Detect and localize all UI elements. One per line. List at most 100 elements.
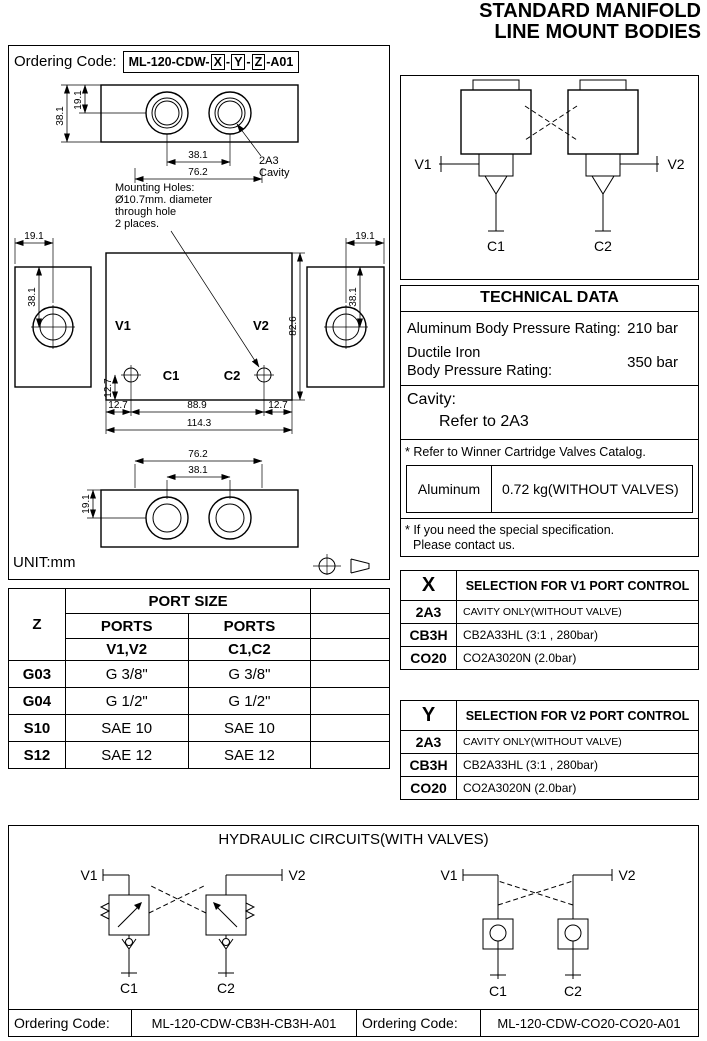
port-table-row: G03 G 3/8" G 3/8" [8,660,390,688]
z-code-cell: G04 [8,687,66,715]
ductile-iron-label-line2: Body Pressure Rating: [407,363,553,379]
port-table-empty-cell [310,687,390,715]
weight-value-cell: 0.72 kg(WITHOUT VALVES) [502,481,679,497]
port-table-empty-cell [310,714,390,742]
x-table-key: X [400,570,457,601]
cb3h-label-v1: V1 [80,867,97,883]
x-table-title: SELECTION FOR V1 PORT CONTROL [456,570,699,601]
weight-table: Aluminum 0.72 kg(WITHOUT VALVES) [406,465,693,513]
schematic-label-v1: V1 [414,156,431,172]
dim-side-height-right: 38.1 [348,287,359,307]
y-selection-table: Y SELECTION FOR V2 PORT CONTROL 2A3 CAVI… [400,700,699,800]
schematic-valve-left [460,79,532,232]
cavity-section: Cavity: Refer to 2A3 [401,386,698,440]
v-port-cell: G 3/8" [64,660,189,688]
cb3h-ordering-code: ML-120-CDW-CB3H-CB3H-A01 [131,1010,356,1036]
x-selection-table: X SELECTION FOR V1 PORT CONTROL 2A3 CAVI… [400,570,699,670]
cavity-label: Cavity: [407,391,456,408]
cavity-value: Refer to 2A3 [439,413,529,430]
aluminum-pressure-value: 210 bar [627,320,678,337]
schematic-label-c1: C1 [487,238,505,254]
bottom-view: 76.2 38.1 19.1 [81,449,299,548]
port-table-empty-cell [310,660,390,688]
v-port-cell: SAE 12 [64,741,189,769]
dim-bottom-center: 88.9 [187,400,207,411]
dim-bottomview-width: 76.2 [188,449,208,460]
manifold-schematic: V1 V2 C1 C2 [414,79,685,254]
dim-bottomview-half-height: 19.1 [81,494,92,514]
dim-front-offset-right: 19.1 [355,231,375,242]
ordering-code-prefix: ML-120-CDW- [128,55,210,69]
dim-total-height: 82.6 [288,316,299,336]
schematic-panel: V1 V2 C1 C2 [400,75,699,280]
drawing-panel: Ordering Code: ML-120-CDW-X-Y-Z-A01 [8,45,390,580]
weight-material-cell: Aluminum [407,466,492,512]
page-title-line1: STANDARD MANIFOLD [479,0,701,22]
unit-label: UNIT:mm [13,554,76,571]
y-table-row: CO20 CO2A3020N (2.0bar) [400,776,699,800]
x-option-code: 2A3 [400,600,457,624]
top-view: 38.1 19.1 38.1 76.2 2A3 Cavity [55,84,299,183]
dim-bottomview-hole-spacing: 38.1 [188,465,208,476]
x-option-desc: CB2A33HL (3:1 , 280bar) [456,623,699,647]
x-table-row: 2A3 CAVITY ONLY(WITHOUT VALVE) [400,600,699,624]
z-code-cell: S12 [8,741,66,769]
y-option-desc: CAVITY ONLY(WITHOUT VALVE) [456,730,699,754]
port-label-c1: C1 [163,368,180,383]
port-table-z-header: Z [8,588,66,661]
port-table-row: S10 SAE 10 SAE 10 [8,714,390,742]
mounting-note-line2: Ø10.7mm. diameter [115,194,213,206]
c-port-cell: G 1/2" [187,687,312,715]
schematic-valve-right [567,79,639,232]
y-table-row: CB3H CB2A33HL (3:1 , 280bar) [400,753,699,777]
co-valve-left [462,869,514,979]
x-table-row: CB3H CB2A33HL (3:1 , 280bar) [400,623,699,647]
circuit-ordering-strip: Ordering Code: ML-120-CDW-CB3H-CB3H-A01 … [9,1009,698,1036]
technical-data-panel: TECHNICAL DATA Aluminum Body Pressure Ra… [400,285,699,557]
ductile-iron-label-line1: Ductile Iron [407,345,481,361]
cb-valve-left [99,869,150,977]
dim-top-width: 76.2 [188,167,208,178]
hydraulic-circuits-title: HYDRAULIC CIRCUITS(WITH VALVES) [218,831,489,848]
ordering-code-sep2: - [246,55,251,69]
port-table-title: PORT SIZE [64,588,312,614]
ordering-code-row: Ordering Code: ML-120-CDW-X-Y-Z-A01 [14,51,300,73]
dim-side-height-left: 38.1 [27,287,38,307]
y-table-key: Y [400,700,457,731]
ductile-iron-pressure-value: 350 bar [627,353,678,371]
co20-ordering-label: Ordering Code: [356,1010,480,1036]
port-table-ports-header-1: PORTS [64,613,189,639]
pressure-rating-section: Aluminum Body Pressure Rating: 210 bar D… [401,312,698,386]
ordering-code: ML-120-CDW-X-Y-Z-A01 [122,51,300,73]
cavity-callout-line2: Cavity [259,167,290,179]
port-table-sub-v: V1,V2 [64,638,189,661]
port-table-row: S12 SAE 12 SAE 12 [8,741,390,769]
ordering-code-label: Ordering Code: [14,53,117,71]
front-view: V1 V2 C1 C2 19.1 [14,231,385,434]
port-table-empty-cell [310,613,390,639]
v-port-cell: G 1/2" [64,687,189,715]
dim-top-hole-spacing: 38.1 [188,150,208,161]
x-option-code: CB3H [400,623,457,647]
special-spec-note-line1: * If you need the special specification. [405,523,615,537]
cb-valve-right [205,869,283,977]
mounting-note-line4: 2 places. [115,218,159,230]
cb3h-label-c2: C2 [217,980,235,996]
page-title-line2: LINE MOUNT BODIES [494,21,701,43]
manifold-drawing: 38.1 19.1 38.1 76.2 2A3 Cavity Mounting … [14,84,385,575]
mounting-note-line1: Mounting Holes: [115,182,195,194]
mounting-note-line3: through hole [115,206,176,218]
hydraulic-circuits-panel: HYDRAULIC CIRCUITS(WITH VALVES) [8,825,699,1037]
co-valve-right [557,869,613,979]
ordering-code-suffix: -A01 [266,55,294,69]
aluminum-pressure-label: Aluminum Body Pressure Rating: [407,320,621,337]
y-option-code: 2A3 [400,730,457,754]
cb3h-label-v2: V2 [288,867,305,883]
projection-symbol-icon [313,554,370,575]
cb3h-ordering-label: Ordering Code: [14,1015,110,1031]
c-port-cell: SAE 10 [187,714,312,742]
page-header: STANDARD MANIFOLD LINE MOUNT BODIES [479,1,701,43]
dim-front-offset-left: 19.1 [24,231,44,242]
y-table-title: SELECTION FOR V2 PORT CONTROL [456,700,699,731]
port-table-empty-cell [310,741,390,769]
